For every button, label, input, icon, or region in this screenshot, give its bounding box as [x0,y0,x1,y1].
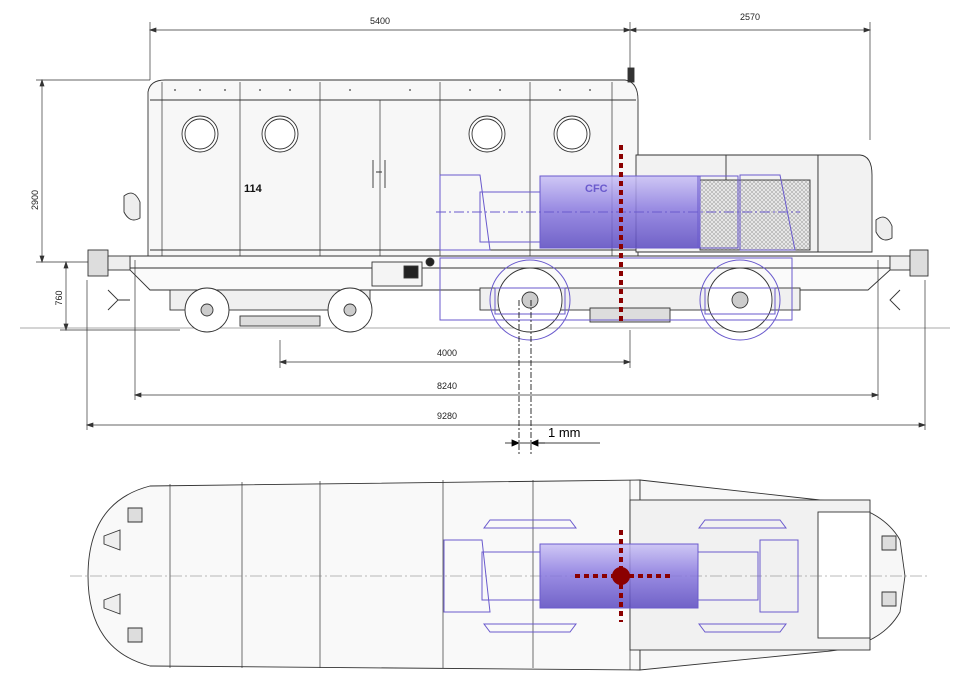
dim-4000: 4000 [437,348,457,358]
cfc-label: CFC [585,183,608,195]
offset-note: 1 mm [548,425,581,440]
dim-9280: 9280 [437,411,457,421]
dim-760: 760 [54,290,64,305]
locomotive-number: 114 [244,183,263,195]
dim-5400: 5400 [370,16,390,26]
bottom-dimension-lines [85,260,927,430]
offset-marker [505,300,600,455]
dim-2570: 2570 [740,12,760,22]
center-of-mass-marker [612,567,630,585]
side-view [20,67,950,333]
dim-8240: 8240 [437,381,457,391]
left-dimension-lines [36,78,180,332]
dim-2900: 2900 [30,190,40,210]
top-dimension-lines [148,22,872,140]
plan-view [70,479,930,671]
